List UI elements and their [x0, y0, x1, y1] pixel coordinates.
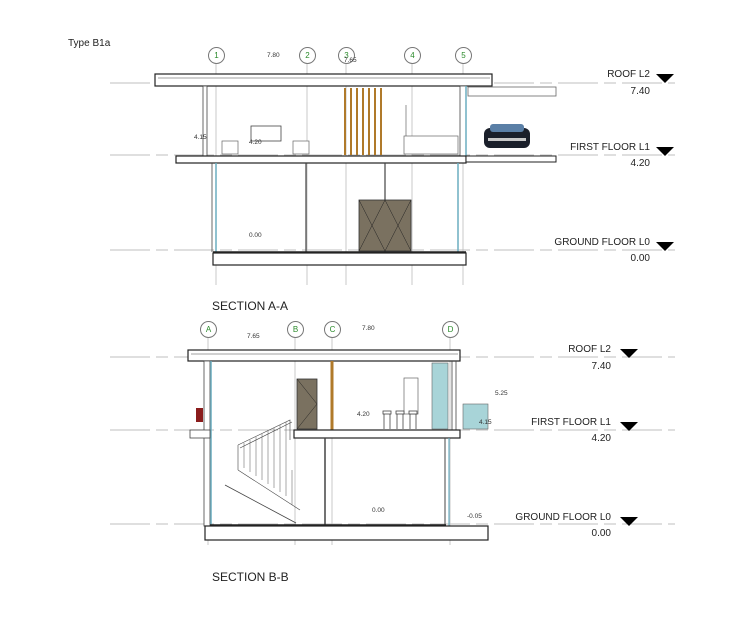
- level-marker-icon: [656, 74, 674, 83]
- grid-bubble-1: 1: [208, 47, 225, 64]
- level-name-ground-floor: GROUND FLOOR L0: [515, 512, 611, 523]
- grid-bubble-a: A: [200, 321, 217, 338]
- spot-elevation: 7.80: [362, 325, 375, 332]
- level-marker-icon: [656, 242, 674, 251]
- grid-bubble-4: 4: [404, 47, 421, 64]
- grid-bubble-c: C: [324, 321, 341, 338]
- spot-elevation: 4.20: [249, 139, 262, 146]
- spot-elevation: 7.65: [344, 57, 357, 64]
- section-label-a-a: SECTION A-A: [212, 299, 289, 313]
- spot-elevation: 7.80: [267, 52, 280, 59]
- section-a-a-drawing: [110, 60, 675, 285]
- spot-elevation: 0.00: [249, 232, 262, 239]
- spot-elevation: 4.20: [357, 411, 370, 418]
- level-marker-icon: [620, 422, 638, 431]
- level-marker-icon: [656, 147, 674, 156]
- section-label-b-b: SECTION B-B: [212, 570, 289, 584]
- grid-bubble-3: 3: [338, 47, 355, 64]
- level-value-roof: 7.40: [630, 86, 650, 97]
- level-name-first-floor: FIRST FLOOR L1: [531, 417, 611, 428]
- level-value-first-floor: 4.20: [591, 433, 611, 444]
- level-value-first-floor: 4.20: [630, 158, 650, 169]
- level-marker-icon: [620, 349, 638, 358]
- level-name-roof: ROOF L2: [607, 69, 650, 80]
- spot-elevation: -0.05: [467, 513, 482, 520]
- grid-bubble-2: 2: [299, 47, 316, 64]
- section-b-b-drawing: [110, 335, 675, 545]
- spot-elevation: 5.25: [495, 390, 508, 397]
- spot-elevation: 4.15: [479, 419, 492, 426]
- level-name-ground-floor: GROUND FLOOR L0: [554, 237, 650, 248]
- car-icon: [484, 124, 530, 148]
- level-name-roof: ROOF L2: [568, 344, 611, 355]
- grid-bubble-d: D: [442, 321, 459, 338]
- grid-bubble-5: 5: [455, 47, 472, 64]
- spot-elevation: 4.15: [194, 134, 207, 141]
- spot-elevation: 7.65: [247, 333, 260, 340]
- level-marker-icon: [620, 517, 638, 526]
- level-value-ground-floor: 0.00: [630, 253, 650, 264]
- spot-elevation: 0.00: [372, 507, 385, 514]
- drawing-title: Type B1a: [68, 38, 111, 49]
- level-name-first-floor: FIRST FLOOR L1: [570, 142, 650, 153]
- level-value-roof: 7.40: [591, 361, 611, 372]
- grid-bubble-b: B: [287, 321, 304, 338]
- level-value-ground-floor: 0.00: [591, 528, 611, 539]
